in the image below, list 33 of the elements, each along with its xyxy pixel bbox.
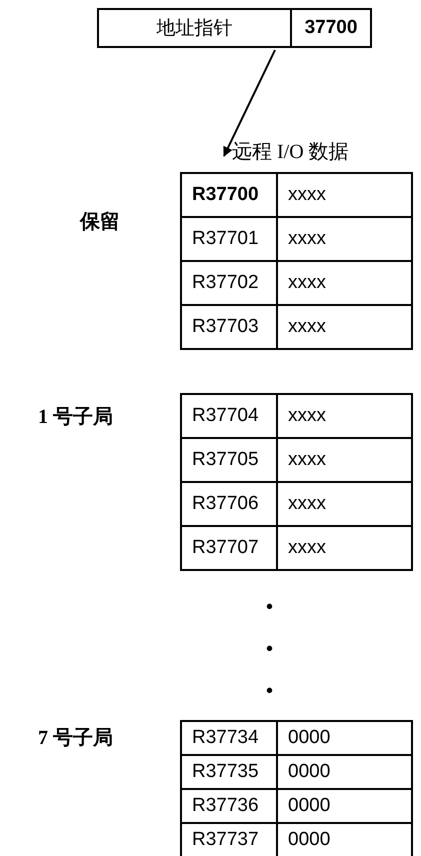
address-cell: R37735 bbox=[181, 755, 277, 789]
label-cell: 地址指针 bbox=[98, 9, 291, 47]
value-cell: xxxx bbox=[277, 438, 412, 482]
group-label: 7 号子局 bbox=[38, 726, 113, 751]
address-cell: R37737 bbox=[181, 823, 277, 856]
caption-text: 远程 I/O 数据 bbox=[232, 138, 349, 165]
ellipsis-dot: • bbox=[266, 638, 274, 661]
address-cell: R37734 bbox=[181, 721, 277, 755]
ellipsis-dot: • bbox=[266, 596, 274, 619]
address-cell: R37705 bbox=[181, 438, 277, 482]
value-cell: xxxx bbox=[277, 394, 412, 438]
address-cell: R37702 bbox=[181, 261, 277, 305]
address-cell: R37703 bbox=[181, 305, 277, 349]
value-cell: xxxx bbox=[277, 305, 412, 349]
address-cell: R37701 bbox=[181, 217, 277, 261]
value-cell: xxxx bbox=[277, 482, 412, 526]
value-cell: xxxx bbox=[277, 261, 412, 305]
address-cell: R37700 bbox=[181, 173, 277, 217]
ellipsis-dot: • bbox=[266, 680, 274, 703]
address-cell: R37707 bbox=[181, 526, 277, 570]
group-label: 1 号子局 bbox=[38, 405, 113, 430]
address-cell: R37736 bbox=[181, 789, 277, 823]
value-cell: xxxx bbox=[277, 217, 412, 261]
value-cell: 37700 bbox=[291, 9, 371, 47]
value-cell: 0000 bbox=[277, 755, 412, 789]
value-cell: xxxx bbox=[277, 526, 412, 570]
group-label: 保留 bbox=[80, 210, 120, 235]
arrow bbox=[223, 50, 276, 157]
value-cell: xxxx bbox=[277, 173, 412, 217]
address-cell: R37704 bbox=[181, 394, 277, 438]
value-cell: 0000 bbox=[277, 721, 412, 755]
address-cell: R37706 bbox=[181, 482, 277, 526]
value-cell: 0000 bbox=[277, 789, 412, 823]
